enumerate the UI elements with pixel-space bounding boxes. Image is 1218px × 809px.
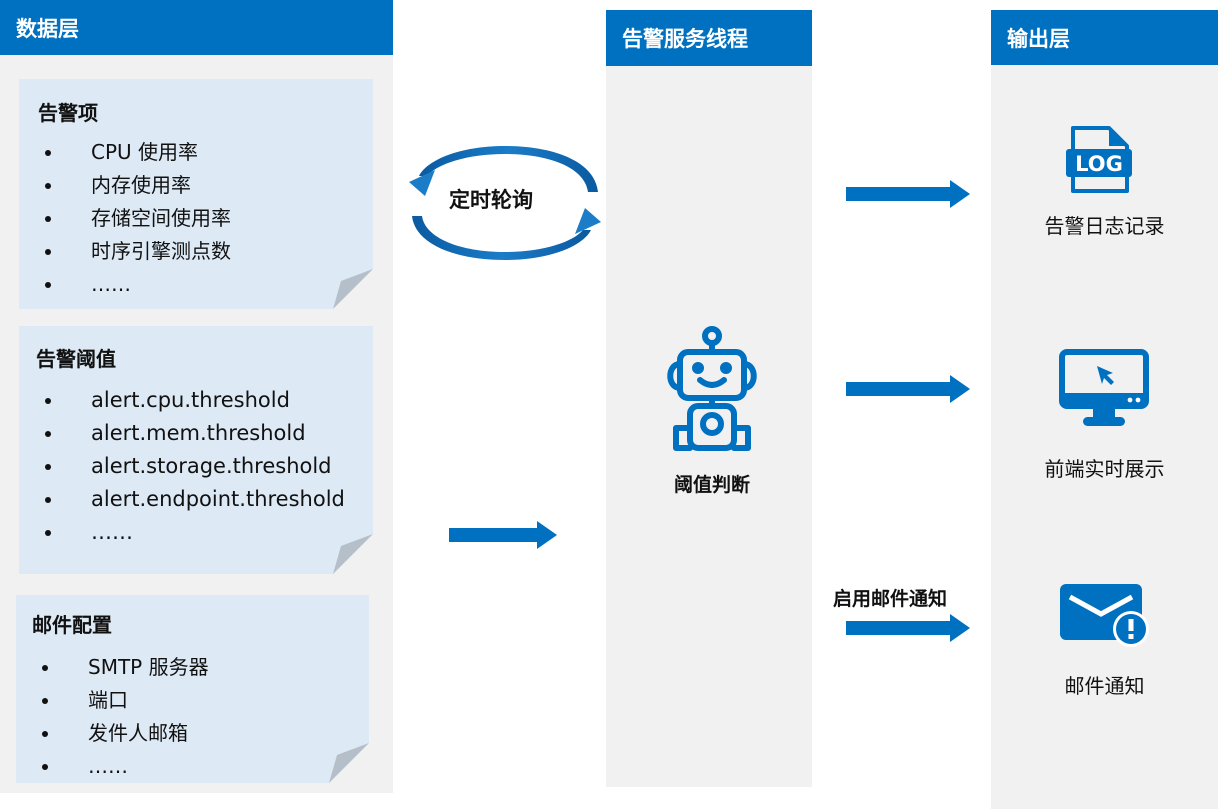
arrow-right-icon	[846, 375, 970, 403]
page-fold-icon	[329, 743, 369, 783]
bullet-icon	[45, 282, 51, 288]
alert-service-header: 告警服务线程	[606, 10, 812, 66]
bullet-icon	[42, 698, 48, 704]
mail-config-title: 邮件配置	[32, 613, 112, 637]
page-fold-icon	[333, 534, 373, 574]
bullet-icon	[45, 183, 51, 189]
alert-service-panel: 告警服务线程 阈值判断	[606, 10, 812, 787]
robot-icon	[667, 326, 757, 451]
list-item-text: ……	[91, 272, 131, 296]
data-layer-panel: 数据层 告警项 CPU 使用率 内存使用率 存储空间使用率 时序引擎测点数 ………	[0, 0, 393, 793]
bullet-icon	[42, 764, 48, 770]
list-item-text: SMTP 服务器	[88, 655, 209, 679]
alert-service-title: 告警服务线程	[622, 27, 748, 51]
list-item-text: 存储空间使用率	[91, 206, 231, 230]
arrow-right-icon	[846, 614, 970, 642]
arrow-right-icon	[449, 521, 557, 549]
data-layer-header: 数据层	[0, 0, 393, 55]
threshold-judge-label: 阈值判断	[674, 474, 751, 496]
list-item-text: 端口	[88, 688, 128, 712]
list-item-text: ……	[88, 754, 128, 778]
list-item-text: alert.mem.threshold	[91, 421, 306, 445]
output-item-label: 告警日志记录	[1044, 214, 1165, 238]
output-layer-header: 输出层	[991, 10, 1218, 65]
mail-config-note: 邮件配置 SMTP 服务器 端口 发件人邮箱 ……	[16, 595, 369, 783]
bullet-icon	[42, 731, 48, 737]
bullet-icon	[45, 431, 51, 437]
output-layer-title: 输出层	[1007, 26, 1070, 51]
list-item-text: 内存使用率	[91, 173, 191, 197]
polling-label: 定时轮询	[449, 188, 533, 212]
bullet-icon	[45, 530, 51, 536]
alert-items-title: 告警项	[38, 101, 98, 125]
thresholds-title: 告警阈值	[36, 347, 116, 371]
output-layer-panel: 输出层 LOG 告警日志记录 前端实时展示 邮件通知	[991, 10, 1218, 809]
bullet-icon	[45, 497, 51, 503]
list-item-text: alert.storage.threshold	[91, 454, 332, 478]
bullet-icon	[42, 665, 48, 671]
list-item-text: ……	[91, 520, 133, 544]
thresholds-note: 告警阈值 alert.cpu.threshold alert.mem.thres…	[19, 326, 373, 574]
alert-items-note: 告警项 CPU 使用率 内存使用率 存储空间使用率 时序引擎测点数 ……	[19, 79, 373, 309]
bullet-icon	[45, 398, 51, 404]
bullet-icon	[45, 464, 51, 470]
mail-alert-icon	[1060, 584, 1149, 647]
log-icon-text: LOG	[1075, 152, 1123, 176]
bullet-icon	[45, 249, 51, 255]
monitor-cursor-icon	[1059, 349, 1149, 426]
list-item-text: 时序引擎测点数	[91, 239, 231, 263]
data-layer-title: 数据层	[16, 16, 79, 41]
cycle-arrows-icon	[409, 146, 601, 260]
arrow-right-icon	[846, 180, 970, 208]
list-item-text: CPU 使用率	[91, 140, 199, 164]
bullet-icon	[45, 150, 51, 156]
enable-mail-label: 启用邮件通知	[833, 588, 948, 610]
list-item-text: alert.endpoint.threshold	[91, 487, 345, 511]
bullet-icon	[45, 216, 51, 222]
log-file-icon: LOG	[1066, 126, 1132, 193]
output-item-label: 前端实时展示	[1044, 457, 1165, 481]
output-item-label: 邮件通知	[1064, 674, 1145, 698]
page-fold-icon	[333, 269, 373, 309]
list-item-text: alert.cpu.threshold	[91, 388, 290, 412]
list-item-text: 发件人邮箱	[88, 721, 188, 745]
